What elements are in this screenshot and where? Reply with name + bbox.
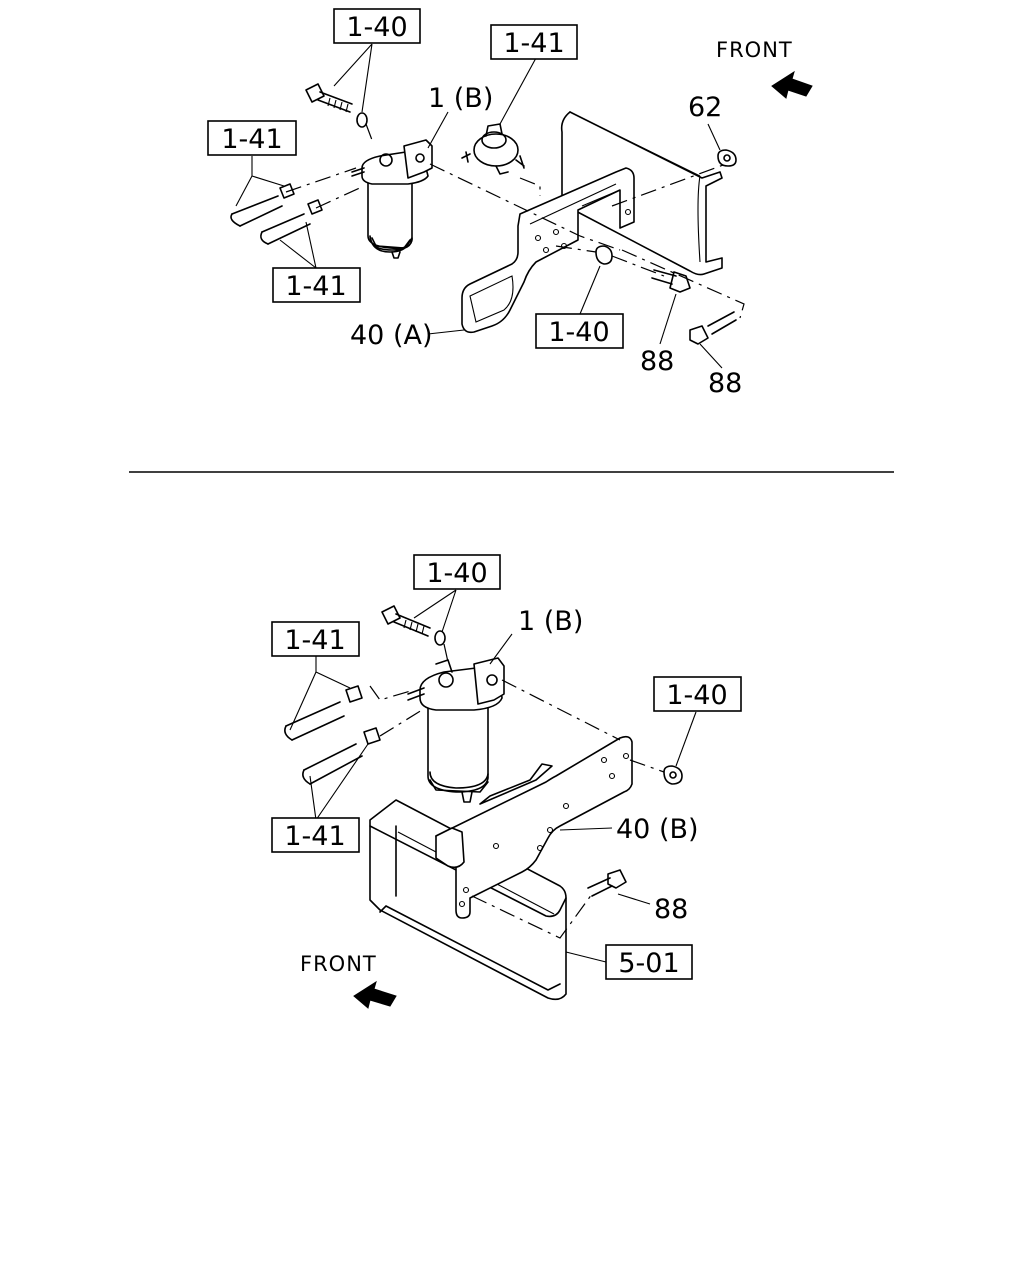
part-label-88: 88 <box>708 368 742 399</box>
ref-box-1-41-lower: 1-41 <box>271 817 360 853</box>
part-label-62: 62 <box>688 92 722 123</box>
bracket-40b <box>435 735 633 919</box>
assembly-lines-top <box>285 123 745 319</box>
ref-box-1-40-top: 1-40 <box>413 554 501 590</box>
part-label-40a: 40 (A) <box>350 320 432 351</box>
ref-label: 1-40 <box>346 12 407 43</box>
ref-box-1-40-top: 1-40 <box>333 8 421 44</box>
leader-lines-top <box>235 43 723 369</box>
fuel-filter-1b <box>351 139 433 259</box>
ref-label: 1-41 <box>221 124 282 155</box>
front-arrow-icon <box>353 980 397 1009</box>
front-label: FRONT <box>716 38 793 62</box>
ref-label: 1-40 <box>666 680 727 711</box>
ref-box-1-41-center: 1-41 <box>490 24 578 60</box>
ref-box-1-41-left: 1-41 <box>207 120 297 156</box>
hardware-top <box>305 83 737 345</box>
bracket-40a <box>461 167 635 334</box>
leader-lines-bottom <box>289 589 697 963</box>
assembly-lines-bottom <box>369 643 665 939</box>
part-label-40b: 40 (B) <box>616 814 699 845</box>
ref-box-1-40-nut: 1-40 <box>535 313 624 349</box>
part-label-88: 88 <box>654 894 688 925</box>
ref-box-1-41-upper: 1-41 <box>271 621 360 657</box>
priming-pump <box>461 123 525 175</box>
part-label-88: 88 <box>640 346 674 377</box>
ref-label: 1-40 <box>548 317 609 348</box>
ref-label: 5-01 <box>618 948 679 979</box>
part-label-1b: 1 (B) <box>518 606 583 637</box>
hoses-left <box>230 183 323 245</box>
diagram-bottom: 1-40 1-41 1-40 1-41 5-01 1 (B) 40 (B) 88… <box>271 554 742 1009</box>
ref-box-1-41-lower: 1-41 <box>272 267 361 303</box>
fuel-filter-1b <box>407 657 505 803</box>
ref-label: 1-41 <box>503 28 564 59</box>
ref-box-5-01: 5-01 <box>605 944 693 980</box>
ref-box-1-40-nut: 1-40 <box>653 676 742 712</box>
ref-label: 1-41 <box>284 625 345 656</box>
ref-label: 1-41 <box>284 821 345 852</box>
part-label-1b: 1 (B) <box>428 83 493 114</box>
hoses-left <box>284 685 381 785</box>
ref-label: 1-41 <box>285 271 346 302</box>
ref-label: 1-40 <box>426 558 487 589</box>
diagram-top: 1-40 1-41 1-41 1-41 1-40 1 (B) 62 40 (A)… <box>207 8 813 399</box>
front-arrow-icon <box>771 70 813 99</box>
front-indicator-top: FRONT <box>716 38 813 99</box>
hardware-bottom <box>381 605 683 897</box>
front-label: FRONT <box>300 952 377 976</box>
front-indicator-bottom: FRONT <box>300 952 397 1009</box>
